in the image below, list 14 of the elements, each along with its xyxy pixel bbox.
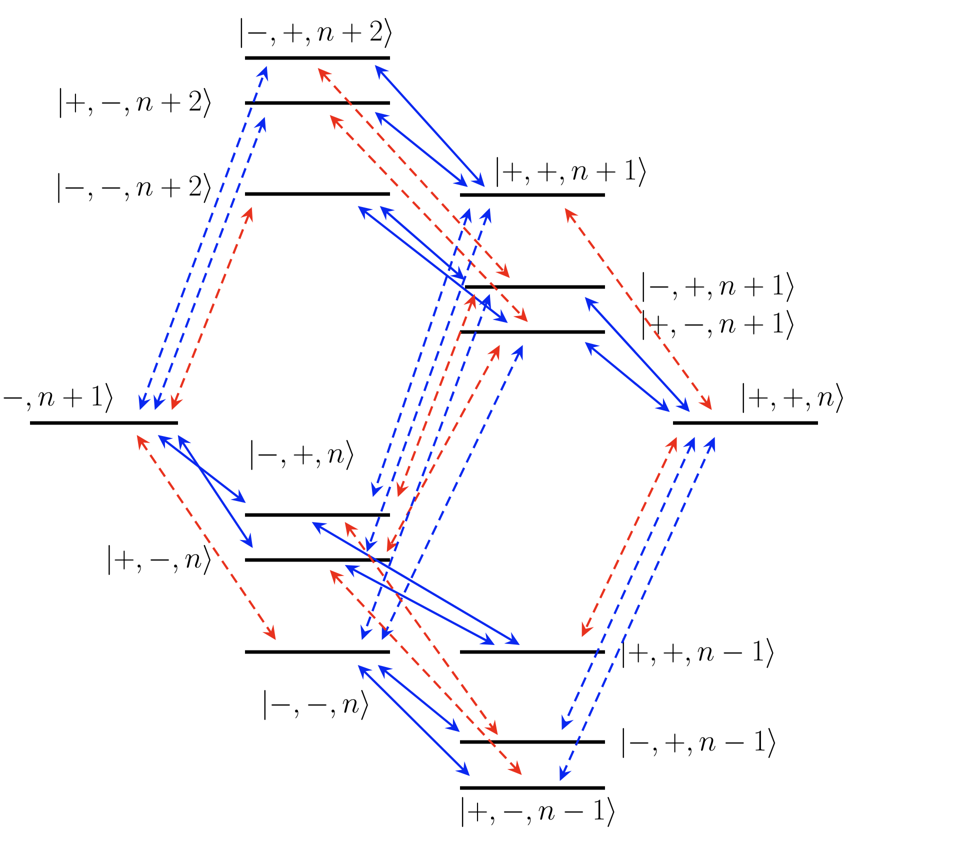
state-label: $|+,+,n+1\rangle$ — [496, 157, 646, 187]
state-label: $|-,-,n+2\rangle$ — [58, 173, 210, 203]
state-label: $|+,-,n+2\rangle$ — [60, 88, 210, 118]
state-label: $|-,+,n+2\rangle$ — [240, 18, 392, 48]
state-label: $|-,-,n\rangle$ — [264, 690, 368, 720]
state-label: $|+,-,n\rangle$ — [108, 545, 210, 575]
state-label: $|+,-,n-1\rangle$ — [462, 797, 614, 827]
state-label: $|-,+,n+1\rangle$ — [642, 272, 794, 302]
state-label: $|-,+,n-1\rangle$ — [622, 728, 776, 758]
state-label: $-,n+1\rangle$ — [4, 383, 112, 413]
state-label: $|-,+,n\rangle$ — [251, 440, 354, 470]
state-label: $|+,+,n\rangle$ — [742, 383, 843, 413]
state-label: $|+,-,n+1\rangle$ — [642, 310, 794, 340]
state-label: $|+,+,n-1\rangle$ — [622, 638, 774, 668]
